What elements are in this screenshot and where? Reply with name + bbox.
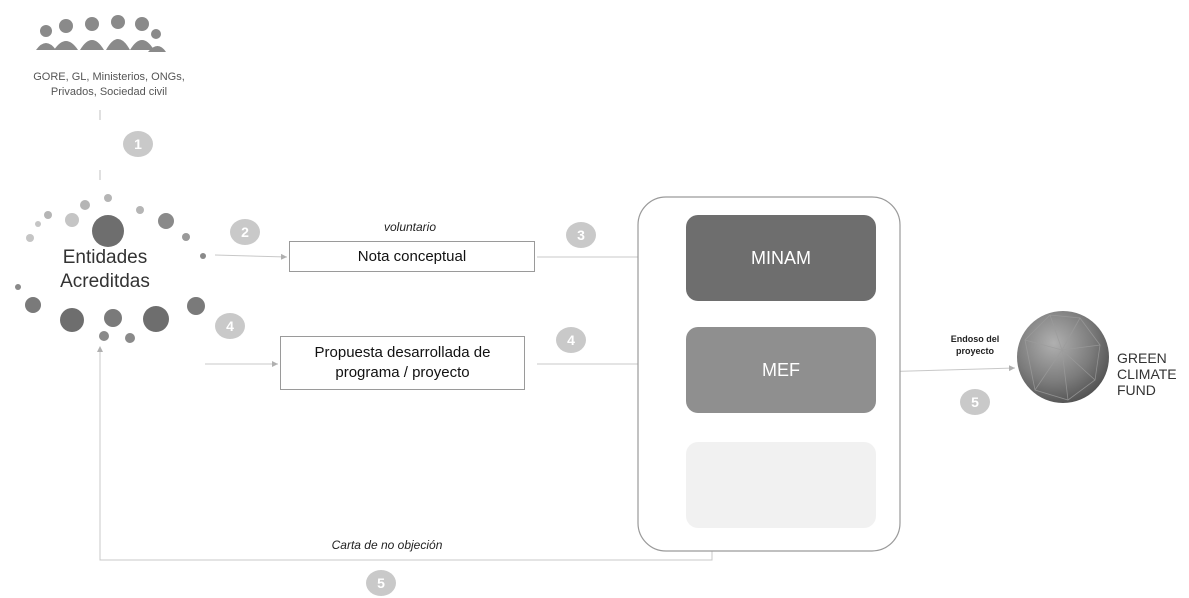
people-group-icon	[36, 15, 166, 52]
gcf-line2: CLIMATE	[1117, 366, 1177, 382]
stakeholders-caption: GORE, GL, Ministerios, ONGs, Privados, S…	[2, 70, 216, 100]
entity-dot-cluster	[15, 194, 206, 343]
voluntary-label: voluntario	[383, 220, 437, 234]
step-3-badge: 3	[566, 222, 596, 248]
endorsement-line2: proyecto	[955, 346, 994, 356]
proposal-text-line2: programa / proyecto	[335, 364, 470, 381]
step-4-left-badge: 4	[215, 313, 245, 339]
gcf-label: GREEN CLIMATE FUND	[1117, 350, 1177, 398]
minam-label: MINAM	[751, 247, 811, 268]
gcf-line3: FUND	[1117, 382, 1156, 398]
proposal-text-line1: Propuesta desarrollada de	[314, 344, 491, 361]
step-2-badge: 2	[230, 219, 260, 245]
globe-icon	[1017, 311, 1109, 403]
endorsement-label: Endoso del proyecto	[935, 333, 1015, 357]
gcf-line1: GREEN	[1117, 350, 1167, 366]
proposal-box: Propuesta desarrollada de programa / pro…	[280, 336, 525, 390]
step-4-right-badge: 4	[556, 327, 586, 353]
concept-note-box: Nota conceptual	[289, 241, 535, 272]
entities-label-line1: Entidades	[62, 247, 148, 268]
entities-label-line2: Acreditdas	[60, 271, 150, 292]
entities-label: Entidades Acreditdas	[40, 246, 170, 294]
minam-box: MINAM	[686, 215, 876, 301]
mef-box: MEF	[686, 327, 876, 413]
endorsement-line1: Endoso del	[950, 334, 1000, 344]
step-1-badge: 1	[123, 131, 153, 157]
no-objection-letter-label: Carta de no objeción	[331, 538, 443, 552]
flow-lines	[97, 253, 1016, 561]
stakeholders-caption-line1: GORE, GL, Ministerios, ONGs,	[33, 71, 185, 83]
step-5-endorse-badge: 5	[960, 389, 990, 415]
step-5-letter-badge: 5	[366, 570, 396, 596]
mef-label: MEF	[762, 359, 800, 380]
concept-note-text: Nota conceptual	[357, 248, 467, 265]
faded-institution-box	[686, 442, 876, 528]
stakeholders-caption-line2: Privados, Sociedad civil	[50, 86, 168, 98]
